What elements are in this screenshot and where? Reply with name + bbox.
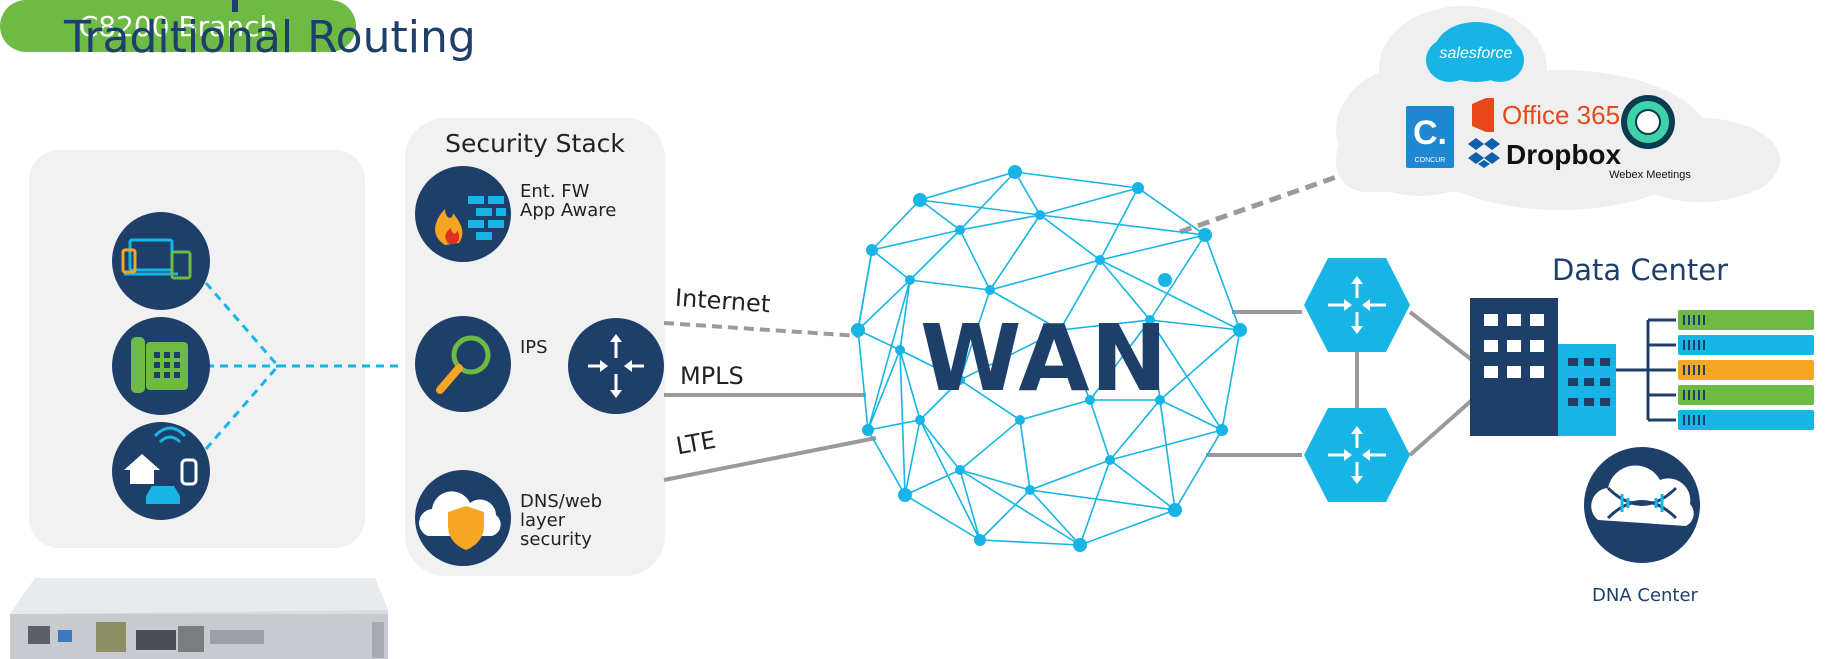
server-rack-icon [1678, 310, 1814, 430]
wan-label: WAN [920, 305, 1169, 412]
desk-phone-icon [112, 317, 210, 415]
firewall-flame-icon [415, 166, 511, 262]
router-icon [568, 318, 664, 414]
salesforce-logo: salesforce [1426, 22, 1524, 82]
wan-mesh-nodes [851, 165, 1247, 552]
office365-logo: Office 365 [1472, 98, 1620, 132]
webex-logo: Webex Meetings [1609, 95, 1691, 181]
title-fragment [232, 0, 238, 12]
magnifier-icon [415, 316, 511, 412]
concur-logo: C. CONCUR [1406, 106, 1454, 168]
data-center-building-icon [1470, 298, 1676, 436]
concur-text: CONCUR [1415, 157, 1446, 164]
router-dc-link-bottom [1408, 398, 1474, 457]
dna-center-label: DNA Center [1592, 585, 1698, 606]
branch-header: C8200 Branch [0, 0, 356, 52]
data-center-title: Data Center [1551, 253, 1729, 287]
devices-icon [112, 212, 210, 310]
webex-text: Webex Meetings [1609, 169, 1691, 181]
wan-router-top-icon [1304, 258, 1410, 352]
link-label-mpls: MPLS [680, 362, 744, 390]
svg-text:C.: C. [1413, 114, 1447, 152]
security-item-label-firewall: Ent. FW App Aware [520, 181, 617, 221]
cloud-link [1179, 172, 1343, 235]
internet-link [663, 321, 861, 338]
dna-center-icon [1584, 447, 1700, 563]
lte-link [663, 436, 877, 482]
iot-icon [112, 422, 210, 520]
dropbox-text: Dropbox [1506, 139, 1622, 170]
security-item-label-ips: IPS [520, 337, 548, 358]
branch-connectors [204, 282, 404, 450]
wan-router-bottom-icon [1304, 408, 1410, 502]
page-title: Traditional Routing [64, 12, 476, 63]
router-dc-link-top [1408, 310, 1474, 362]
security-item-label-dns: DNS/web layer security [520, 491, 603, 550]
c8200-hardware-image [10, 578, 388, 659]
cloud-shield-icon [415, 470, 511, 566]
security-stack-title: Security Stack [445, 129, 625, 158]
salesforce-text: salesforce [1440, 45, 1513, 62]
office365-text: Office 365 [1502, 100, 1620, 130]
dropbox-logo: Dropbox [1468, 138, 1622, 170]
